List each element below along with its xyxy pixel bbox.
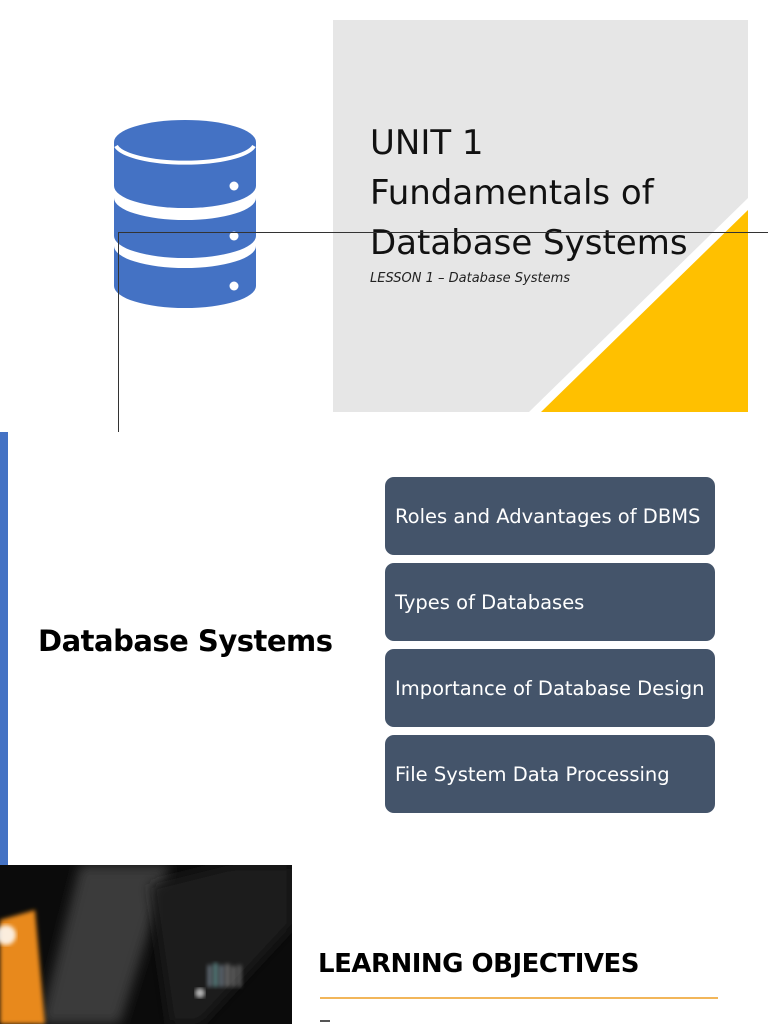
bullet-stub: [320, 1020, 330, 1022]
accent-triangle: [529, 198, 748, 412]
title-slide: UNIT 1 Fundamentals of Database Systems …: [0, 0, 768, 432]
topic-label: File System Data Processing: [395, 762, 670, 786]
title-line: UNIT 1: [370, 123, 484, 163]
topic-label: Roles and Advantages of DBMS: [395, 504, 701, 528]
topic-box: Types of Databases: [385, 563, 715, 641]
topic-label: Importance of Database Design: [395, 676, 705, 700]
title-line: Database Systems: [370, 223, 688, 263]
connector-line-vertical: [118, 232, 119, 432]
objectives-title: LEARNING OBJECTIVES: [318, 949, 640, 979]
title-underline: [320, 997, 718, 999]
topic-box: Importance of Database Design: [385, 649, 715, 727]
topic-label: Types of Databases: [395, 590, 585, 614]
database-icon: [114, 120, 256, 308]
connector-line-horizontal: [118, 232, 768, 233]
title-line: Fundamentals of: [370, 173, 654, 213]
topic-box: Roles and Advantages of DBMS: [385, 477, 715, 555]
objectives-slide: LEARNING OBJECTIVES: [0, 865, 768, 1024]
topic-box: File System Data Processing: [385, 735, 715, 813]
title-panel: UNIT 1 Fundamentals of Database Systems …: [333, 20, 748, 412]
slide-title: UNIT 1 Fundamentals of Database Systems: [370, 118, 740, 268]
slide-subtitle: LESSON 1 – Database Systems: [370, 271, 571, 286]
accent-bar: [0, 432, 8, 865]
background-photo: [0, 865, 292, 1024]
topics-slide: Database Systems Roles and Advantages of…: [0, 432, 768, 865]
section-title: Database Systems: [38, 624, 333, 658]
